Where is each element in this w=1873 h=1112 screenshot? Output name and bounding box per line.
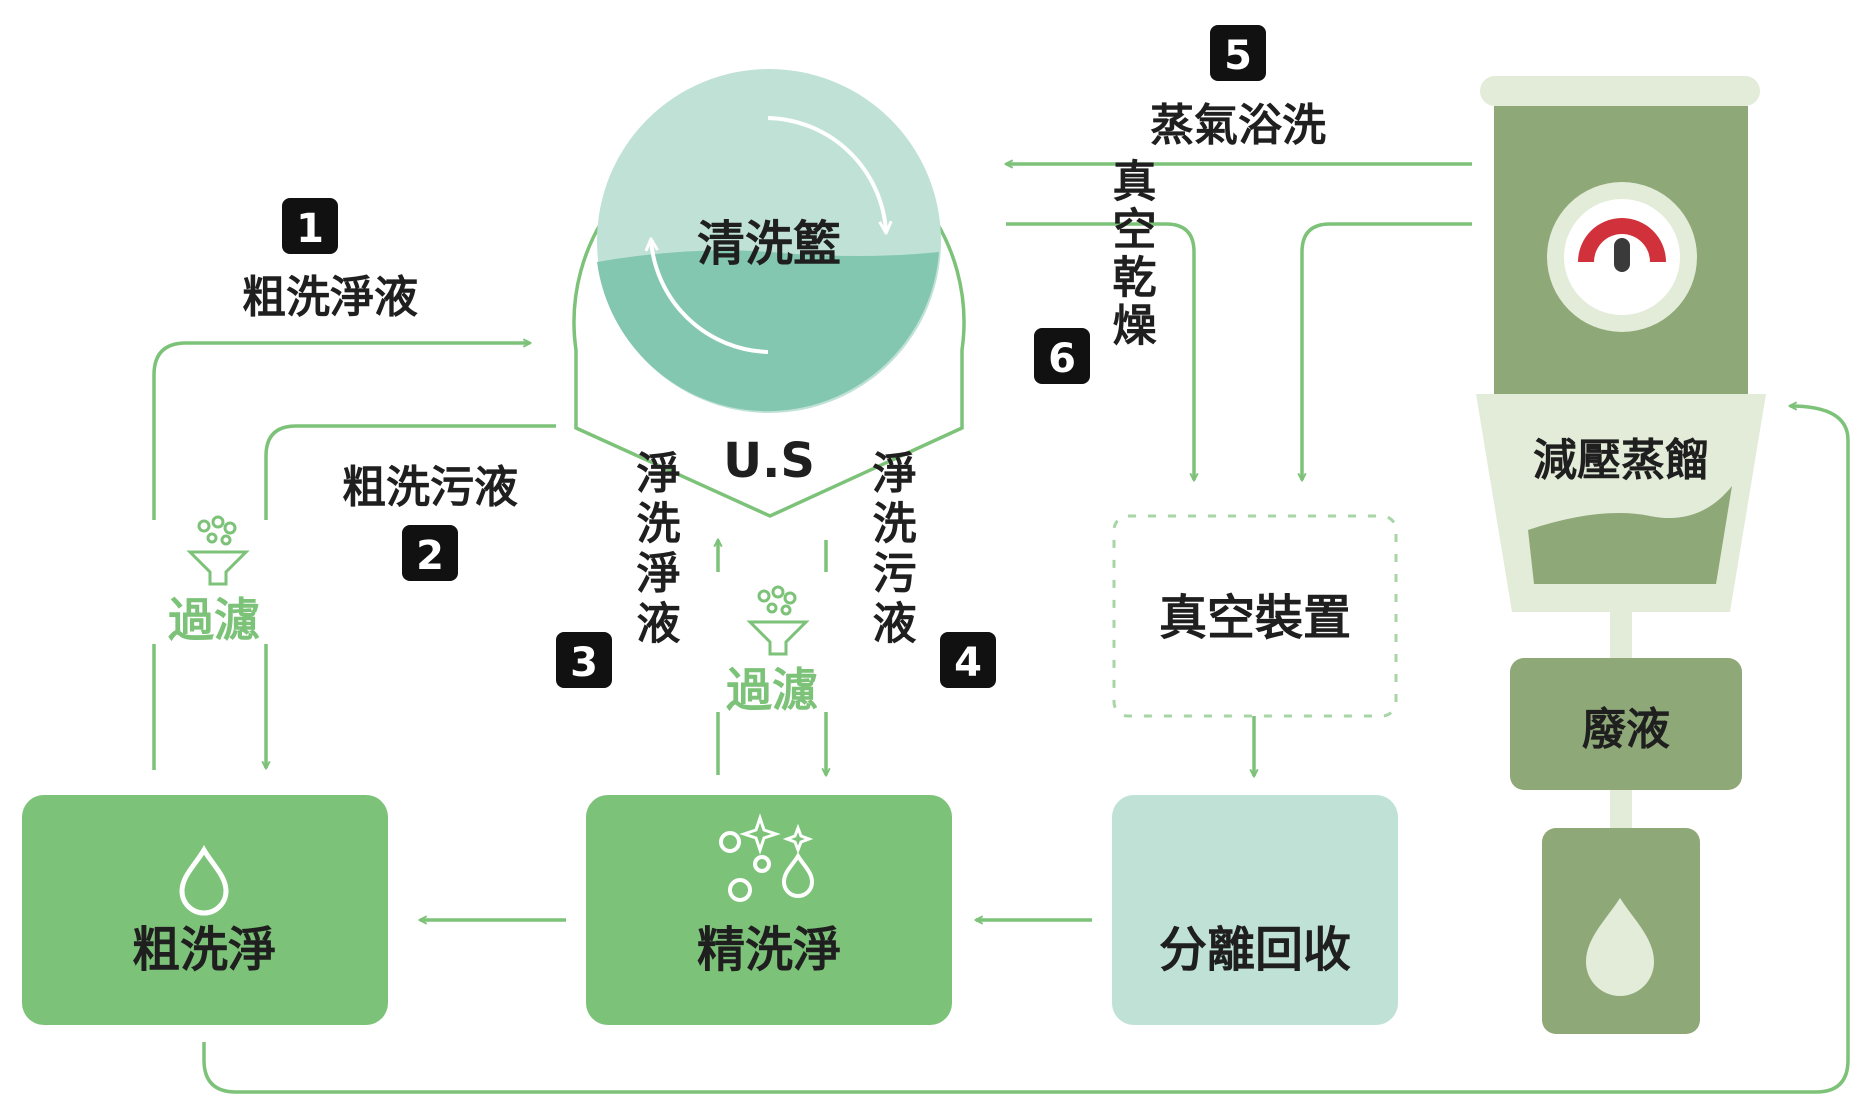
step-label-1: 粗洗淨液 — [242, 272, 418, 323]
svg-text:5: 5 — [1224, 33, 1252, 79]
basket-title: 清洗籃 — [697, 216, 841, 272]
filter-funnel-icon — [186, 515, 250, 586]
us-label: U.S — [723, 433, 815, 489]
step-label-4: 淨洗污液 — [865, 450, 917, 650]
filter-funnel-icon — [746, 585, 810, 656]
flow-line-6 — [1006, 222, 1194, 480]
rough-wash-box: 粗洗淨 — [22, 795, 388, 1025]
basket-water — [597, 250, 939, 412]
vacuum-device-box: 真空裝置 — [1112, 514, 1398, 718]
svg-text:1: 1 — [296, 206, 324, 252]
step-label-6: 真空乾燥 — [1105, 158, 1157, 350]
fine-wash-box: 精洗淨 — [586, 795, 952, 1025]
separation-label: 分離回收 — [1159, 922, 1351, 978]
filter-left: 過濾 — [168, 515, 260, 647]
pressure-gauge-icon — [1547, 182, 1697, 332]
oil-drop-icon — [1586, 898, 1654, 996]
step-badge-2: 2 — [402, 525, 458, 581]
water-drop-icon — [179, 844, 229, 916]
rotation-arrows-icon — [651, 116, 886, 354]
distiller-cap — [1480, 76, 1760, 106]
filter-label-middle: 過濾 — [726, 663, 818, 717]
step-badge-1: 1 — [282, 198, 338, 254]
step-badges: 1 2 3 4 5 6 7 — [282, 25, 1282, 894]
step-badge-3: 3 — [556, 632, 612, 688]
flow-line-1 — [152, 343, 530, 770]
step-badge-5: 5 — [1210, 25, 1266, 81]
vacuum-device-label: 真空裝置 — [1159, 590, 1351, 646]
waste-label: 廢液 — [1582, 704, 1670, 755]
fine-wash-label: 精洗淨 — [697, 922, 841, 978]
svg-text:4: 4 — [954, 640, 982, 686]
distiller-title: 減壓蒸餾 — [1533, 435, 1709, 486]
step-label-5: 蒸氣浴洗 — [1150, 100, 1326, 151]
svg-text:2: 2 — [416, 533, 444, 579]
distiller: 減壓蒸餾 廢液 — [1476, 76, 1766, 1034]
step-label-3: 淨洗淨液 — [629, 450, 681, 650]
step-label-2: 粗洗污液 — [342, 462, 518, 513]
step-badge-4: 4 — [940, 632, 996, 688]
sparkle-bubbles-icon — [719, 813, 815, 902]
flow-line-distill-vacuum — [1302, 222, 1472, 480]
distiller-liquid — [1528, 486, 1732, 584]
flow-line-return — [202, 406, 1850, 1094]
waste-box — [1510, 658, 1742, 790]
flow-lines — [152, 164, 1850, 1094]
svg-text:3: 3 — [570, 640, 598, 686]
cleaning-basket: 清洗籃 U.S — [572, 69, 966, 518]
separation-box: 分離回收 — [1112, 795, 1398, 1025]
filter-label-left: 過濾 — [168, 593, 260, 647]
rough-wash-label: 粗洗淨 — [132, 922, 276, 978]
svg-text:6: 6 — [1048, 336, 1076, 382]
step-badge-6: 6 — [1034, 328, 1090, 384]
flow-line-2 — [266, 424, 556, 768]
filter-middle: 過濾 — [726, 585, 818, 717]
